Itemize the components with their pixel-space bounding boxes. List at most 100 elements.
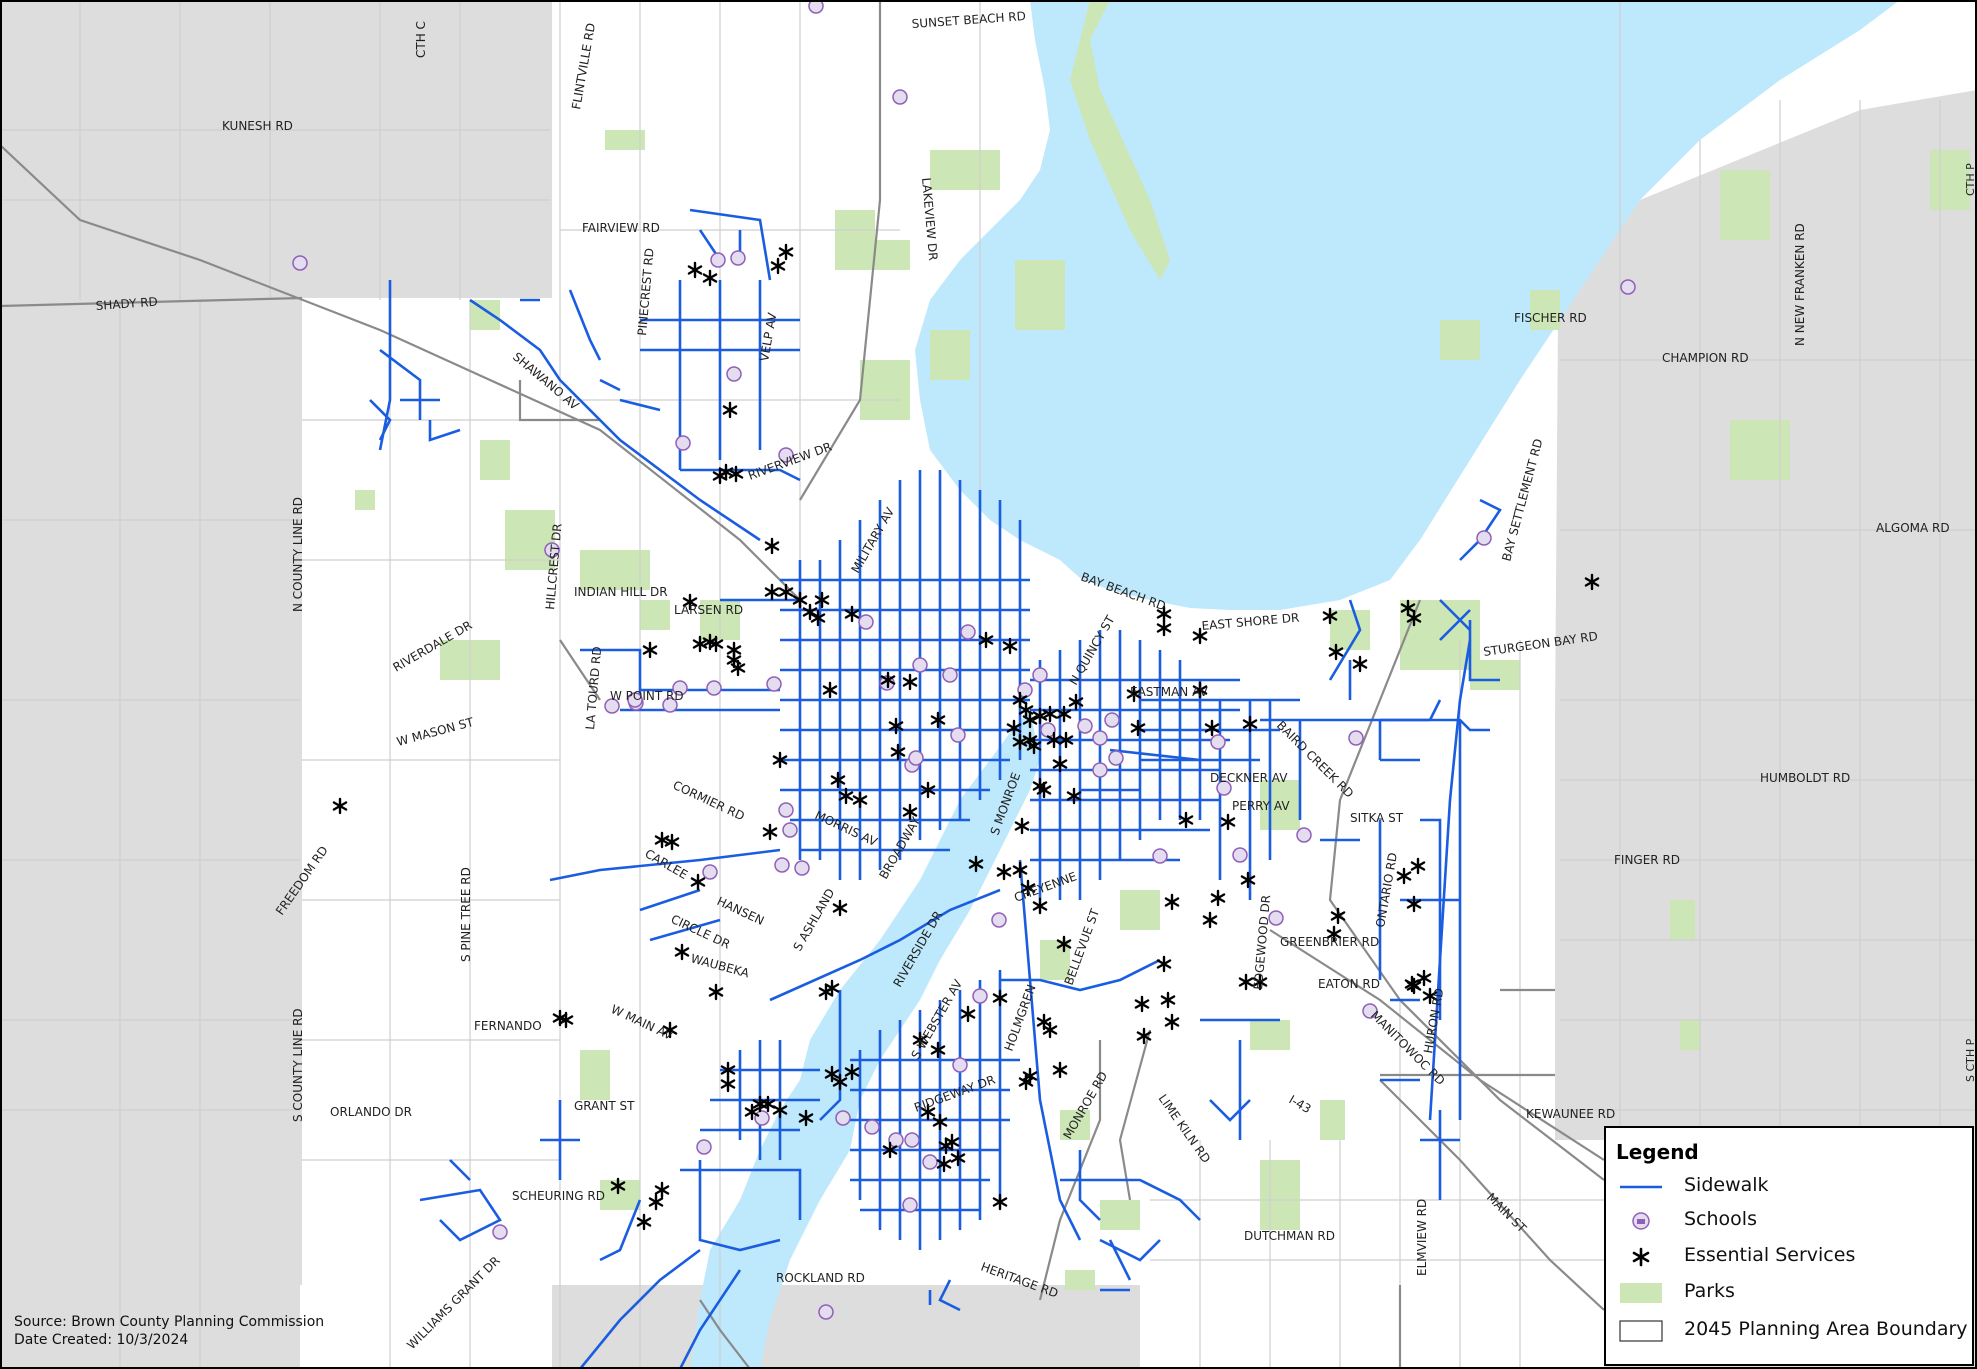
service-marker xyxy=(778,583,794,601)
service-marker xyxy=(1056,705,1072,723)
legend-label-boundary: 2045 Planning Area Boundary xyxy=(1684,1318,1968,1340)
service-marker xyxy=(1164,893,1180,911)
service-marker xyxy=(880,671,896,689)
service-marker xyxy=(814,591,830,609)
service-marker xyxy=(1252,973,1268,991)
legend-item-sidewalk: Sidewalk xyxy=(1618,1172,1968,1202)
service-marker xyxy=(1160,991,1176,1009)
service-marker xyxy=(1156,955,1172,973)
source-note: Source: Brown County Planning Commission… xyxy=(14,1313,324,1349)
legend-label-services: Essential Services xyxy=(1684,1244,1856,1266)
service-marker xyxy=(992,989,1008,1007)
service-marker xyxy=(642,641,658,659)
service-marker xyxy=(720,1075,736,1093)
boundary-box-icon xyxy=(1619,1320,1663,1342)
legend-label-sidewalk: Sidewalk xyxy=(1684,1174,1769,1196)
service-marker xyxy=(1056,935,1072,953)
service-marker xyxy=(708,983,724,1001)
service-marker xyxy=(1322,607,1338,625)
service-marker xyxy=(996,863,1012,881)
service-marker xyxy=(1242,715,1258,733)
service-marker xyxy=(1020,879,1036,897)
service-marker xyxy=(1130,719,1146,737)
service-marker xyxy=(852,791,868,809)
service-marker xyxy=(1046,731,1062,749)
service-marker xyxy=(882,1141,898,1159)
service-marker xyxy=(844,1063,860,1081)
service-marker xyxy=(960,1005,976,1023)
service-marker xyxy=(1406,609,1422,627)
label-eastman: EASTMAN AV xyxy=(1130,685,1209,699)
service-marker xyxy=(1400,599,1416,617)
service-marker xyxy=(1014,817,1030,835)
label-kunesh: KUNESH RD xyxy=(222,119,293,133)
service-marker xyxy=(818,983,834,1001)
service-marker xyxy=(830,771,846,789)
service-marker xyxy=(1026,737,1042,755)
service-marker xyxy=(1406,895,1422,913)
service-marker xyxy=(1052,1061,1068,1079)
service-marker xyxy=(936,1155,952,1173)
service-marker xyxy=(1192,681,1208,699)
service-marker xyxy=(920,781,936,799)
source-line: Source: Brown County Planning Commission xyxy=(14,1314,325,1330)
legend-item-parks: Parks xyxy=(1618,1278,1968,1308)
label-s-pine-tree: S PINE TREE RD xyxy=(459,867,473,962)
service-marker xyxy=(888,717,904,735)
legend-title: Legend xyxy=(1616,1140,1699,1164)
service-marker xyxy=(822,681,838,699)
service-marker xyxy=(1210,889,1226,907)
legend-panel: Legend Sidewalk Schools Essential Servic… xyxy=(1604,1126,1974,1366)
service-marker xyxy=(950,1149,966,1167)
label-rockland: ROCKLAND RD xyxy=(776,1271,865,1285)
service-marker xyxy=(1204,719,1220,737)
service-marker xyxy=(824,1065,840,1083)
service-marker xyxy=(1238,973,1254,991)
label-greenbrier: GREENBRIER RD xyxy=(1280,935,1379,949)
label-fairview: FAIRVIEW RD xyxy=(582,221,660,235)
parks-layer xyxy=(355,130,1970,1290)
label-larsen: LARSEN RD xyxy=(674,603,743,617)
service-marker xyxy=(654,1181,670,1199)
label-n-county-line: N COUNTY LINE RD xyxy=(291,497,305,612)
service-marker xyxy=(1126,685,1142,703)
service-marker xyxy=(772,751,788,769)
service-marker xyxy=(1164,1013,1180,1031)
label-deckner: DECKNER AV xyxy=(1210,771,1288,785)
service-marker xyxy=(932,1113,948,1131)
service-marker xyxy=(730,659,746,677)
service-marker xyxy=(1192,627,1208,645)
service-marker xyxy=(930,711,946,729)
service-marker xyxy=(1032,897,1048,915)
label-cth-c: CTH C xyxy=(414,21,428,58)
service-marker xyxy=(708,635,724,653)
label-indian-hill: INDIAN HILL DR xyxy=(574,585,668,599)
service-marker xyxy=(1404,975,1420,993)
service-marker xyxy=(664,833,680,851)
service-marker xyxy=(1012,733,1028,751)
service-marker xyxy=(1328,643,1344,661)
service-marker xyxy=(802,603,818,621)
service-marker xyxy=(1330,907,1346,925)
label-w-point: W POINT RD xyxy=(610,689,684,703)
label-s-county-line: S COUNTY LINE RD xyxy=(291,1008,305,1122)
service-marker xyxy=(636,1213,652,1231)
service-marker xyxy=(920,1103,936,1121)
service-marker xyxy=(764,537,780,555)
service-marker xyxy=(1068,693,1084,711)
service-marker xyxy=(674,943,690,961)
service-marker xyxy=(844,605,860,623)
service-marker xyxy=(1042,705,1058,723)
service-marker xyxy=(1136,1027,1152,1045)
service-marker xyxy=(690,873,706,891)
service-marker xyxy=(1058,731,1074,749)
school-icon xyxy=(1632,1212,1650,1230)
legend-label-schools: Schools xyxy=(1684,1208,1757,1230)
service-marker xyxy=(944,1133,960,1151)
service-marker xyxy=(687,261,703,279)
legend-label-parks: Parks xyxy=(1684,1280,1735,1302)
service-marker xyxy=(902,803,918,821)
